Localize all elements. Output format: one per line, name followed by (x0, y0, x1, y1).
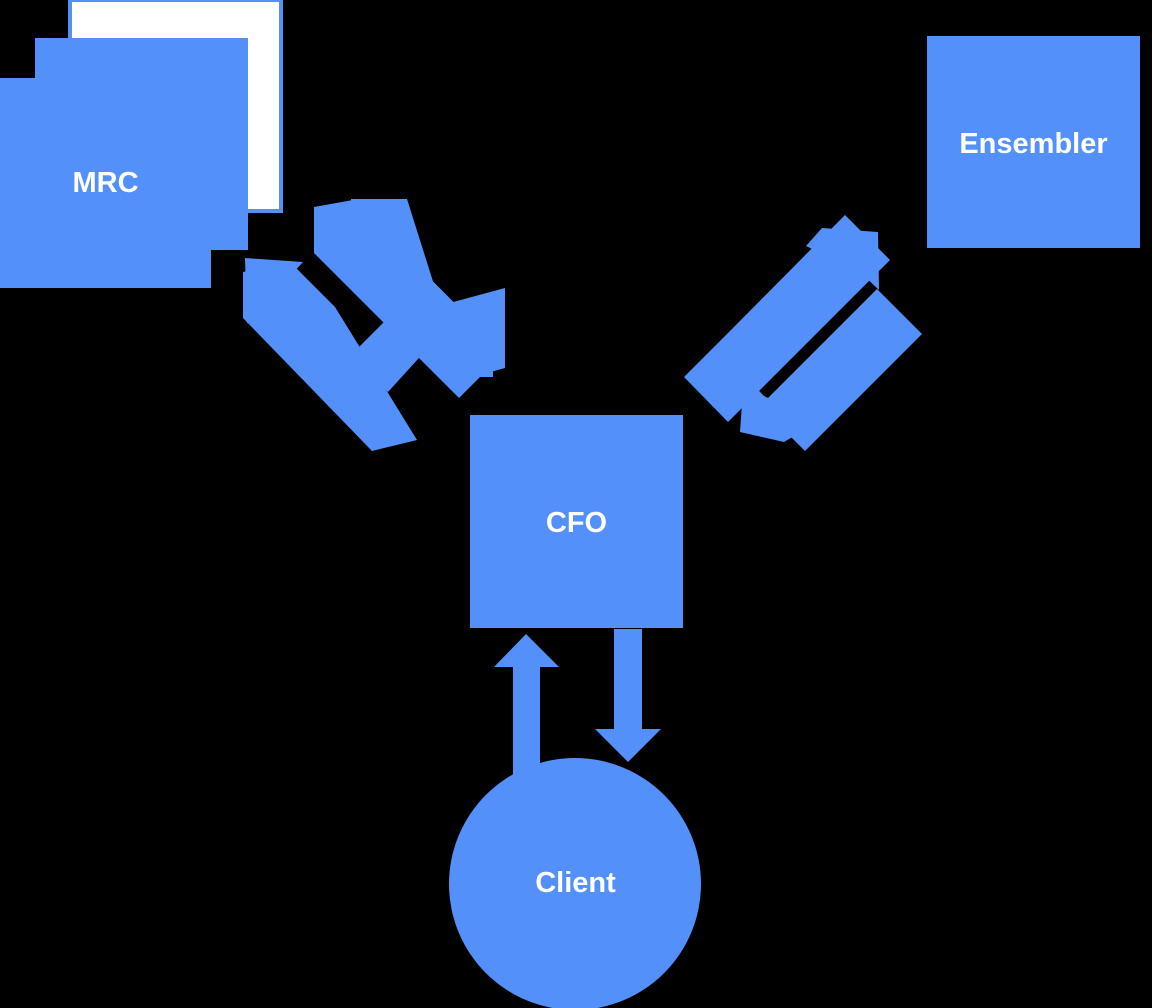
arrow-up-client-cfo (494, 634, 559, 780)
arrow-up-right-cfo-ensembler-body (684, 215, 890, 422)
edge-client-to-cfo[interactable] (494, 634, 559, 780)
node-cfo[interactable] (470, 415, 683, 628)
edge-cfo-to-client[interactable] (595, 629, 661, 762)
ensembler-square (927, 36, 1140, 248)
arrow-down-cfo-client (595, 629, 661, 762)
edge-mrc-to-cfo[interactable] (314, 199, 505, 398)
edge-cfo-to-ensembler[interactable] (684, 215, 890, 422)
mrc-stack-front-square (0, 78, 211, 288)
client-circle (449, 758, 701, 1008)
edge-ensembler-to-cfo[interactable] (740, 289, 922, 451)
arrow-down-left-ensembler-cfo-head (740, 375, 818, 442)
arrow-up-right-cfo-ensembler-head (806, 228, 879, 290)
arrow-up-left-cfo-mrc (245, 258, 307, 343)
arrow-up-left-cfo-mrc-body (243, 262, 417, 451)
arrow-down-left-ensembler-cfo-body (760, 289, 922, 451)
arrow-down-right-mrc-cfo-body (314, 200, 504, 398)
node-client[interactable] (449, 758, 701, 1008)
node-mrc[interactable] (0, 0, 283, 288)
arrow-down-right-mrc-cfo-head (446, 288, 505, 384)
cfo-square (470, 415, 683, 628)
edge-cfo-to-mrc[interactable] (243, 258, 417, 451)
node-ensembler[interactable] (927, 36, 1140, 248)
